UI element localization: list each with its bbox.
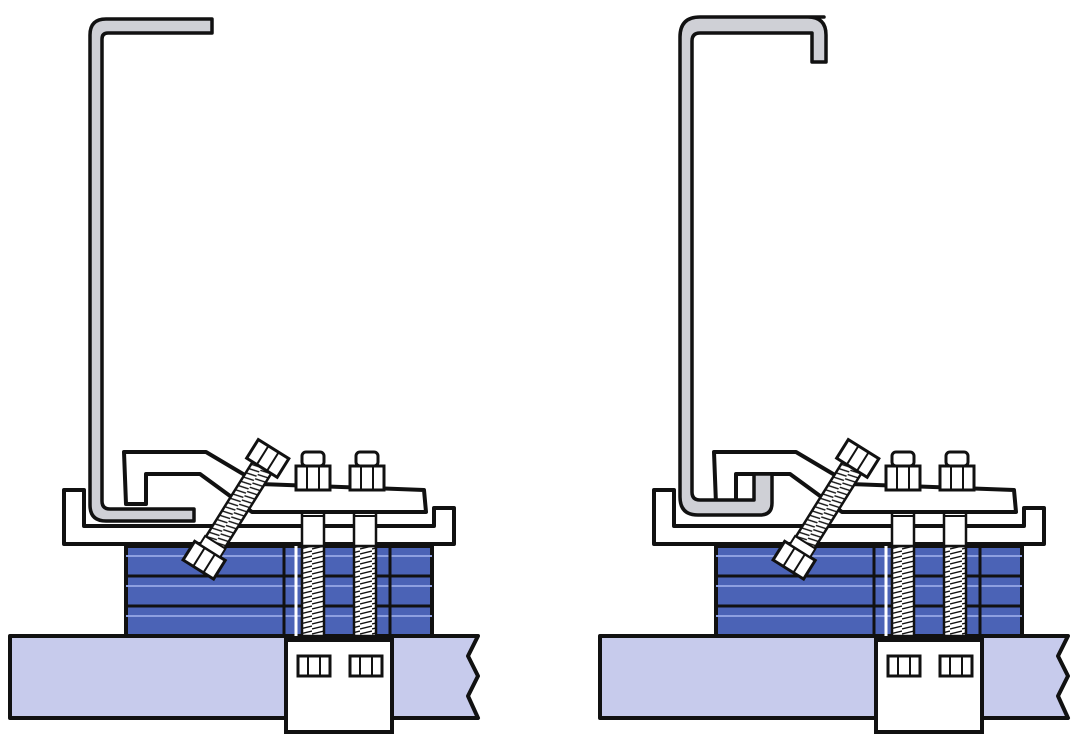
connection-assembly <box>8 437 480 734</box>
c-section-purlin-icon <box>678 15 828 517</box>
c-section-purlin-icon <box>88 17 214 523</box>
panel-right <box>598 15 1070 734</box>
panel-left <box>8 17 480 734</box>
connection-assembly <box>598 437 1070 734</box>
